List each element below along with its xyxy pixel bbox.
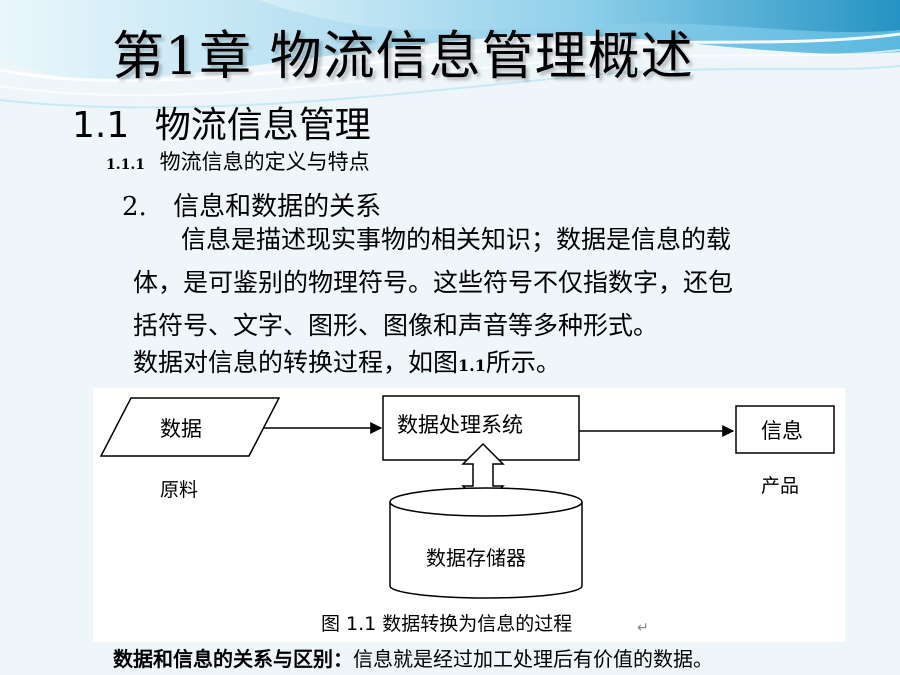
figure-caption: 图 1.1 数据转换为信息的过程 xyxy=(321,613,572,635)
paragraph-line: 括符号、文字、图形、图像和声音等多种形式。 xyxy=(133,311,659,340)
figure-intro: 数据对信息的转换过程，如图1.1所示。 xyxy=(133,343,561,379)
figure-intro-text: 数据对信息的转换过程，如图 xyxy=(133,348,459,377)
output-caption: 产品 xyxy=(761,475,799,497)
summary-bold: 数据和信息的关系与区别： xyxy=(113,647,353,671)
subsection-title: 物流信息的定义与特点 xyxy=(159,150,370,174)
input-caption: 原料 xyxy=(160,479,198,501)
point-title: 信息和数据的关系 xyxy=(173,192,382,222)
paragraph-line: 体，是可鉴别的物理符号。这些符号不仅指数字，还包 xyxy=(133,268,734,297)
slide-title: 第1章 物流信息管理概述 xyxy=(112,27,694,87)
storage-cylinder-top xyxy=(389,487,583,517)
body-paragraph: 信息是描述现实事物的相关知识；数据是信息的载 体，是可鉴别的物理符号。这些符号不… xyxy=(133,218,873,347)
input-parallelogram xyxy=(99,397,281,457)
summary-line: 数据和信息的关系与区别：信息就是经过加工处理后有价值的数据。 xyxy=(113,643,713,672)
point-number: 2. xyxy=(122,192,147,222)
paragraph-line: 信息是描述现实事物的相关知识；数据是信息的载 xyxy=(181,225,732,254)
process-label: 数据处理系统 xyxy=(397,413,523,437)
input-label: 数据 xyxy=(160,417,202,441)
summary-text: 信息就是经过加工处理后有价值的数据。 xyxy=(353,647,713,671)
storage-cylinder xyxy=(389,502,583,599)
figure-ref: 1.1 xyxy=(458,356,486,375)
figure-intro-tail: 所示。 xyxy=(485,348,561,377)
storage-label: 数据存储器 xyxy=(426,546,526,570)
flow-diagram: 数据 原料 数据处理系统 信息 产品 数据存储器 图 1.1 数据转换为信息的过… xyxy=(93,388,845,642)
subsection-number: 1.1.1 xyxy=(106,157,145,173)
caption-mark: ↵ xyxy=(637,620,649,636)
section-number: 1.1 xyxy=(72,105,130,146)
section-heading: 1.1 物流信息管理 xyxy=(72,96,371,148)
output-box xyxy=(735,405,835,454)
section-title: 物流信息管理 xyxy=(154,105,371,146)
point-heading: 2. 信息和数据的关系 xyxy=(122,186,381,223)
output-label: 信息 xyxy=(761,419,803,443)
subsection-heading: 1.1.1 物流信息的定义与特点 xyxy=(106,146,370,176)
